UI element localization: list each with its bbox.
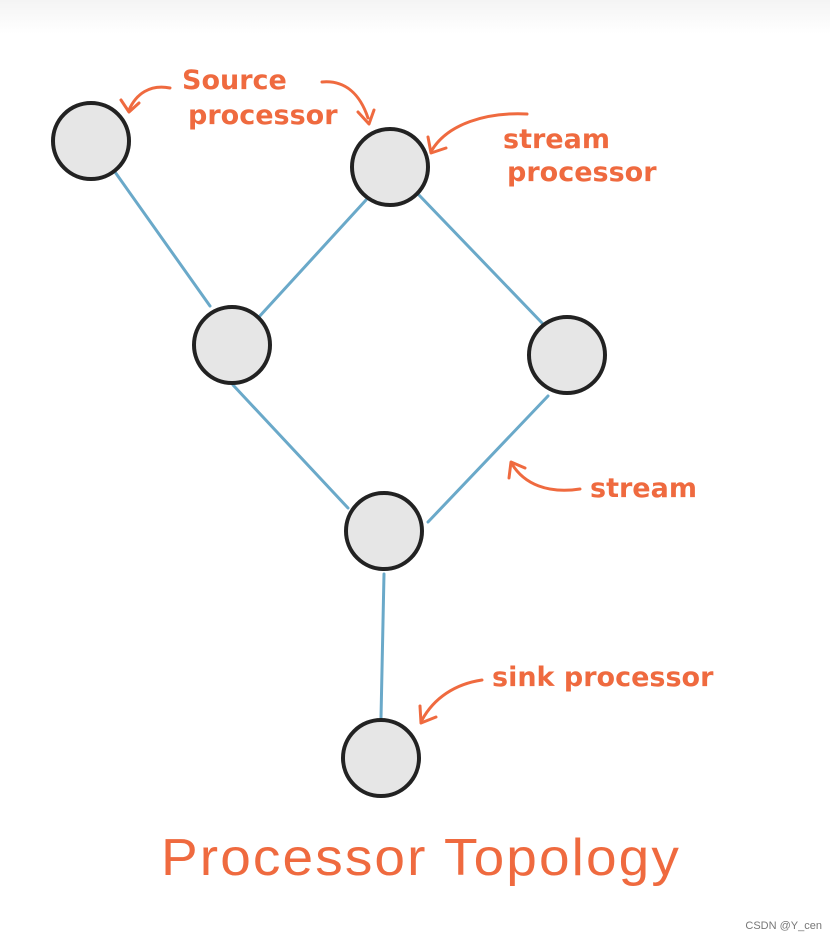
edge-merge-to-sink	[379, 572, 386, 720]
edges	[113, 170, 550, 720]
edge-left-middle-to-merge	[231, 383, 350, 510]
arrowhead-stream-processor-icon	[426, 135, 448, 155]
arrow-to-sink-processor-icon	[420, 678, 484, 722]
node-sink-processor	[341, 718, 421, 798]
arrowhead-sink-processor-icon	[418, 704, 438, 725]
labels: Source processor stream processor stream…	[161, 65, 714, 887]
node-stream-processor	[350, 127, 430, 207]
node-left-middle	[192, 305, 272, 385]
label-stream-processor-line1: stream	[503, 124, 610, 155]
label-source-line2: processor	[188, 100, 338, 131]
nodes	[51, 101, 607, 798]
node-right-middle	[527, 315, 607, 395]
edge-right-middle-to-merge	[426, 394, 550, 524]
arrow-to-stream-icon	[510, 462, 582, 492]
arrow-source-label-to-stream-icon	[320, 80, 370, 120]
arrowhead-source-label-to-stream-icon	[356, 108, 376, 126]
label-source-line1: Source	[182, 65, 287, 96]
edge-source-to-left-middle	[113, 170, 212, 308]
edge-stream-to-left-middle	[256, 198, 368, 320]
watermark: CSDN @Y_cen	[745, 920, 822, 932]
label-stream: stream	[590, 473, 697, 504]
top-band	[0, 0, 830, 34]
arrow-to-source-icon	[127, 85, 172, 112]
arrowhead-stream-icon	[507, 460, 527, 480]
node-source-processor	[51, 101, 131, 181]
arrowhead-source-icon	[119, 98, 141, 114]
node-merge	[344, 491, 424, 571]
edge-stream-to-right-middle	[416, 192, 546, 327]
label-sink-processor: sink processor	[492, 662, 714, 693]
label-stream-processor-line2: processor	[507, 157, 657, 188]
arrow-to-stream-processor-icon	[430, 112, 529, 152]
annotation-arrows	[119, 80, 582, 725]
diagram-title: Processor Topology	[161, 829, 681, 887]
